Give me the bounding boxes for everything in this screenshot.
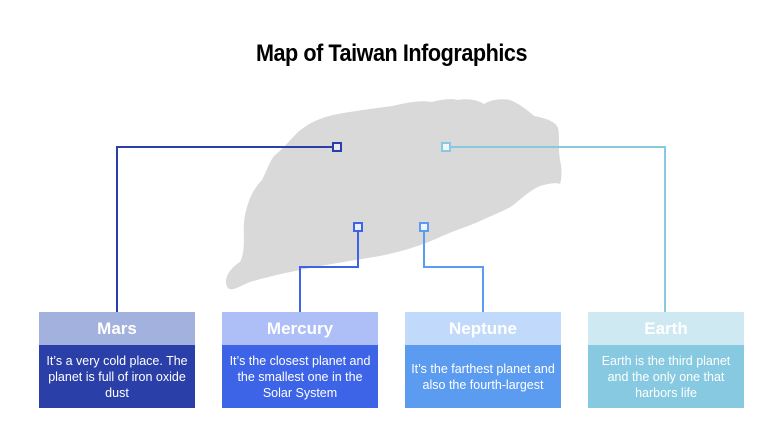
card-neptune-title: Neptune bbox=[405, 312, 561, 345]
card-earth-title: Earth bbox=[588, 312, 744, 345]
card-mars: Mars It’s a very cold place. The planet … bbox=[39, 312, 195, 408]
card-mars-text: It’s a very cold place. The planet is fu… bbox=[39, 345, 195, 408]
card-neptune: Neptune It’s the farthest planet and als… bbox=[405, 312, 561, 408]
card-mars-title: Mars bbox=[39, 312, 195, 345]
card-earth-text: Earth is the third planet and the only o… bbox=[588, 345, 744, 408]
mercury-connector-line bbox=[299, 231, 359, 312]
mars-connector-line bbox=[116, 146, 333, 312]
card-mercury: Mercury It’s the closest planet and the … bbox=[222, 312, 378, 408]
card-neptune-text: It’s the farthest planet and also the fo… bbox=[405, 345, 561, 408]
mercury-marker[interactable] bbox=[353, 222, 363, 232]
taiwan-shape bbox=[225, 99, 562, 290]
earth-connector-line bbox=[450, 146, 666, 312]
neptune-connector-line bbox=[423, 231, 484, 312]
earth-marker[interactable] bbox=[441, 142, 451, 152]
card-mercury-text: It’s the closest planet and the smallest… bbox=[222, 345, 378, 408]
mars-marker[interactable] bbox=[332, 142, 342, 152]
card-mercury-title: Mercury bbox=[222, 312, 378, 345]
card-earth: Earth Earth is the third planet and the … bbox=[588, 312, 744, 408]
neptune-marker[interactable] bbox=[419, 222, 429, 232]
page-title: Map of Taiwan Infographics bbox=[255, 40, 528, 67]
